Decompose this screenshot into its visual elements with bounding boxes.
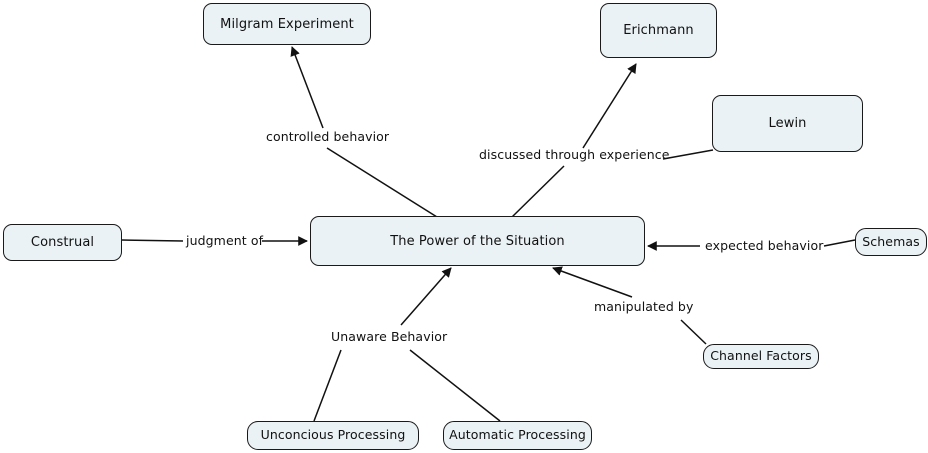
edge-unconcious-to-unaware <box>313 349 342 422</box>
edge-construal-to-center <box>121 236 308 246</box>
node-label: Milgram Experiment <box>220 16 354 32</box>
edge-label-judgment-of: judgment of <box>186 233 264 248</box>
node-label: The Power of the Situation <box>390 233 565 249</box>
node-label: Erichmann <box>623 23 694 38</box>
edge-label-discussed-through-experience: discussed through experience <box>479 147 670 162</box>
node-power-of-the-situation[interactable]: The Power of the Situation <box>310 216 645 266</box>
node-automatic-processing[interactable]: Automatic Processing <box>443 421 592 450</box>
node-label: Automatic Processing <box>449 427 586 443</box>
node-label: Schemas <box>862 233 920 249</box>
node-channel-factors[interactable]: Channel Factors <box>703 344 819 369</box>
node-label: Lewin <box>768 116 807 131</box>
node-label: Construal <box>30 235 95 250</box>
edge-automatic-to-unaware <box>409 349 501 422</box>
edge-label-manipulated-by: manipulated by <box>594 299 694 314</box>
node-milgram-experiment[interactable]: Milgram Experiment <box>203 3 371 45</box>
node-lewin[interactable]: Lewin <box>712 95 863 152</box>
edge-channel-to-center <box>552 266 707 345</box>
node-erichmann[interactable]: Erichmann <box>600 3 717 58</box>
edge-label-expected-behavior: expected behavior <box>705 238 824 253</box>
node-unconcious-processing[interactable]: Unconcious Processing <box>247 421 419 450</box>
edge-label-controlled-behavior: controlled behavior <box>266 129 390 144</box>
edge-schemas-to-center <box>647 239 856 251</box>
node-schemas[interactable]: Schemas <box>855 228 927 256</box>
node-construal[interactable]: Construal <box>3 224 122 261</box>
edge-center-to-erichmann <box>511 63 637 218</box>
node-label: Unconcious Processing <box>260 427 406 443</box>
edge-lewin-to-discussed-label <box>662 149 714 160</box>
edge-unaware-to-center <box>400 267 452 326</box>
edge-label-unaware-behavior: Unaware Behavior <box>331 329 448 344</box>
node-label: Channel Factors <box>710 348 812 364</box>
edge-center-to-milgram <box>290 46 438 218</box>
